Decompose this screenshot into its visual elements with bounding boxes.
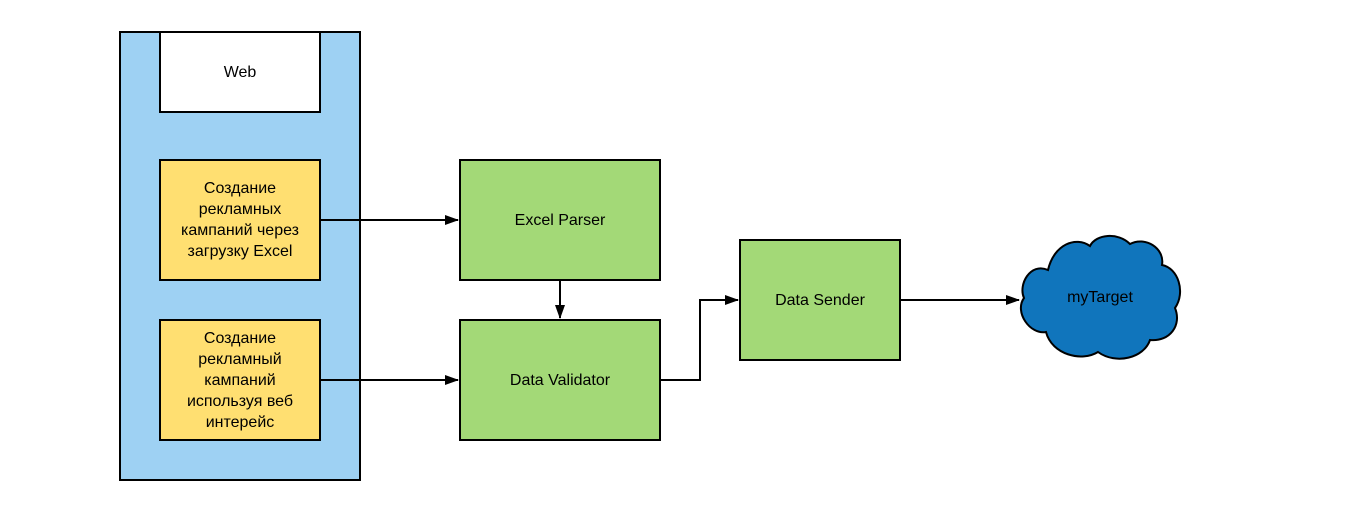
data-validator-label: Data Validator [509, 371, 611, 389]
excel-upload-campaign-node: Создание рекламных кампаний через загруз… [159, 159, 321, 281]
data-sender-label: Data Sender [775, 291, 865, 309]
excel-upload-campaign-label: Создание рекламных кампаний через загруз… [181, 180, 299, 260]
web-ui-campaign-label: Создание рекламный кампаний используя ве… [186, 329, 294, 431]
arrow-validator-to-sender [661, 295, 739, 381]
mytarget-cloud-shape [1019, 235, 1181, 360]
web-node-label: Web [223, 63, 257, 81]
mytarget-label: myTarget [1067, 289, 1133, 306]
web-node: Web [159, 31, 321, 113]
data-sender-node: Data Sender [739, 239, 901, 361]
data-validator-node: Data Validator [459, 319, 661, 441]
web-ui-campaign-node: Создание рекламный кампаний используя ве… [159, 319, 321, 441]
excel-parser-node: Excel Parser [459, 159, 661, 281]
excel-parser-label: Excel Parser [514, 211, 606, 229]
